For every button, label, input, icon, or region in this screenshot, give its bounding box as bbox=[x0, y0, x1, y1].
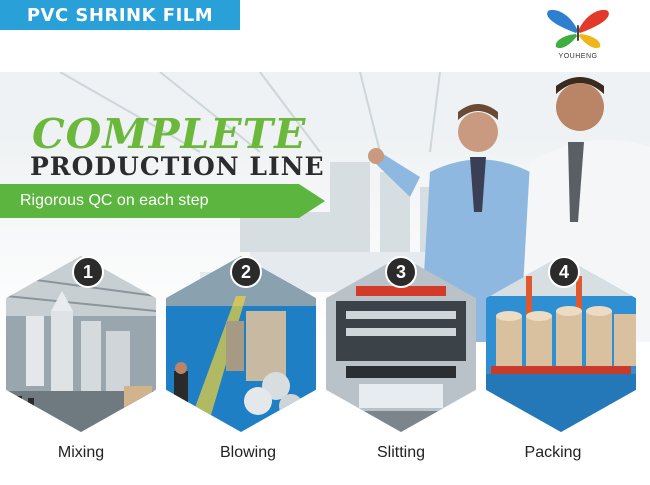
product-tag: PVC SHRINK FILM bbox=[0, 0, 240, 30]
step-label-packing: Packing bbox=[524, 444, 582, 461]
tagline-text: Rigorous QC on each step bbox=[20, 192, 209, 209]
youheng-logo: YOUHENG bbox=[540, 3, 616, 65]
step-number-1: 1 bbox=[72, 256, 104, 288]
step-label-blowing: Blowing bbox=[219, 444, 277, 461]
step-label-slitting: Slitting bbox=[376, 444, 426, 461]
headline-complete: COMPLETE bbox=[32, 110, 307, 158]
logo-wordmark: YOUHENG bbox=[558, 53, 598, 60]
step-number-4: 4 bbox=[548, 256, 580, 288]
butterfly-logo-icon bbox=[547, 9, 609, 49]
step-label-mixing: Mixing bbox=[57, 444, 105, 461]
step-number-3: 3 bbox=[385, 256, 417, 288]
headline-production-line: PRODUCTION LINE bbox=[30, 152, 325, 181]
step-number-2: 2 bbox=[230, 256, 262, 288]
tagline-banner bbox=[0, 184, 325, 218]
